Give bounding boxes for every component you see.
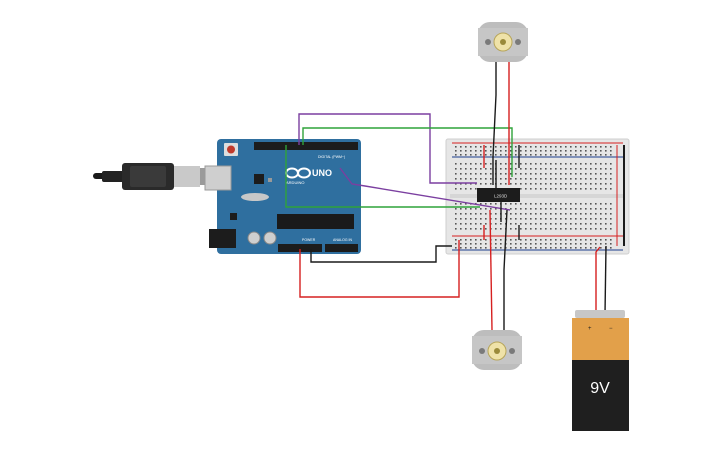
motor-icon [478,22,528,62]
arduino-model: UNO [312,168,332,178]
usb-cable-icon[interactable] [93,163,220,190]
battery-minus: − [609,326,613,332]
power-header [278,244,322,252]
battery-label: 9V [590,380,610,397]
breadboard-holes [455,146,612,249]
usb-chip [254,174,264,184]
battery-icon[interactable]: + − 9V [572,310,629,431]
atmega-chip [277,214,354,229]
crystal [241,193,269,201]
motor-icon [472,330,522,370]
power-label: POWER [302,238,316,242]
breadboard[interactable] [445,138,630,255]
dc-jack-icon [209,229,236,248]
motor-bottom[interactable] [472,330,522,370]
capacitor-1 [247,231,261,245]
capacitor-2 [263,231,277,245]
analog-label: ANALOG IN [333,238,353,242]
analog-header [325,244,358,252]
digital-header [254,142,358,150]
arduino-brand: ARDUINO [286,180,304,185]
usb-port [204,165,232,191]
ic-chip-icon[interactable]: L293D [477,188,520,202]
digital-label: DIGITAL (PWM~) [318,155,345,159]
arduino-uno-board[interactable]: DIGITAL (PWM~) POWER ANALOG IN UNO ARDUI… [204,139,361,254]
chip-label: L293D [494,194,508,199]
motor-top[interactable] [478,22,528,62]
battery-plus: + [588,326,592,332]
wires [285,62,607,331]
